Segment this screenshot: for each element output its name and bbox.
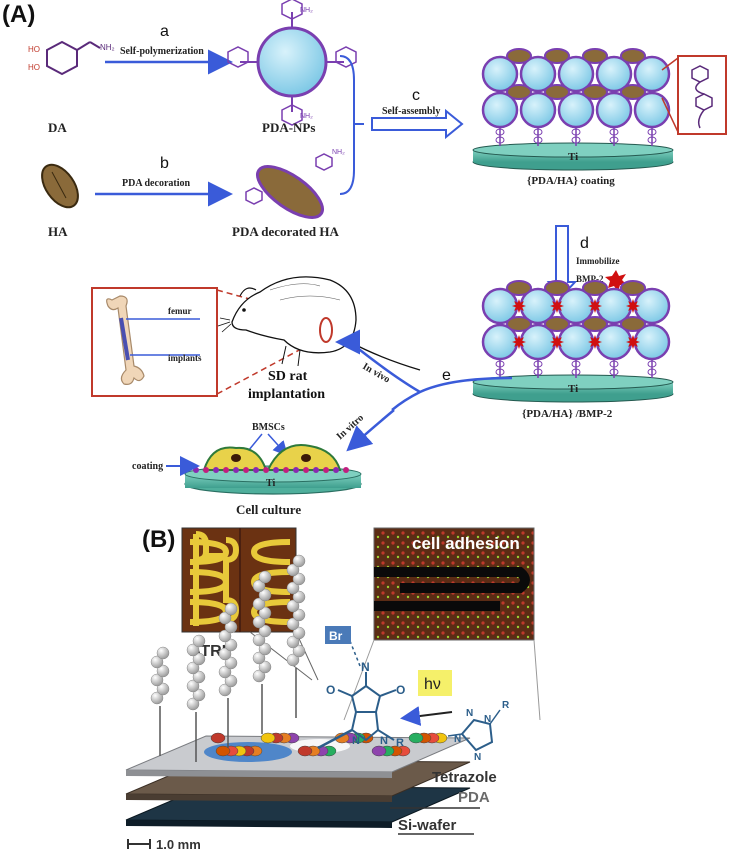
panel-a-label: (A) [2, 1, 35, 28]
merge-bracket [339, 55, 364, 195]
cell-ti-label: Ti [266, 478, 275, 489]
bmp2-label: BMP-2 [576, 274, 604, 284]
tetrazole-label: Tetrazole [432, 769, 497, 786]
pda-nps-graphic: NH₂ NH₂ [227, 0, 357, 126]
step-e-label: e [442, 367, 451, 384]
step-a-label: a [160, 23, 169, 40]
hv-arrow [400, 706, 453, 726]
arrow-c [371, 108, 464, 140]
scale-bar [127, 839, 151, 849]
polymer-brushes [150, 554, 306, 762]
sd-rat-label: SD rat [268, 369, 308, 384]
br-label: Br [329, 629, 343, 643]
cell-adhesion-label: cell adhesion [412, 534, 520, 553]
self-polymerization-label: Self-polymerization [120, 46, 204, 57]
immobilize-label: Immobilize [576, 256, 620, 266]
tetrazole-n4: N [474, 752, 481, 763]
da-ho-1: HO [28, 45, 40, 54]
pda-ha-coating-graphic [472, 48, 674, 171]
cell-beads [210, 732, 448, 757]
coating-particles [193, 467, 349, 473]
coating-ti-label: Ti [568, 151, 578, 163]
n-bottom-right-label: N [380, 735, 388, 747]
tetrazole-n3: N [454, 734, 461, 745]
o-right-label: O [396, 683, 405, 697]
cell-adhesion-micrograph [373, 527, 535, 641]
cell-culture-label: Cell culture [236, 502, 301, 517]
da-label: DA [48, 120, 67, 135]
coating-label: coating [132, 461, 163, 472]
pda-nps-label: PDA-NPs [262, 120, 315, 135]
implantation-label: implantation [248, 387, 325, 402]
arrow-e [391, 376, 513, 411]
hv-badge [418, 670, 452, 696]
pda-ha-coating-label: {PDA/HA} coating [527, 175, 615, 187]
self-assembly-label: Self-assembly [382, 106, 440, 117]
da-ho-2: HO [28, 63, 40, 72]
decorated-ha-nh2: NH₂ [332, 149, 345, 156]
da-molecule: HO HO NH₂ [28, 40, 115, 76]
femur-bone-icon [106, 295, 145, 385]
da-nh2: NH₂ [100, 43, 115, 52]
pyrazoline-maleimide-structure [317, 635, 397, 750]
pda-decoration-label: PDA decoration [122, 178, 190, 189]
tetrazole-r: R [502, 700, 510, 711]
femur-label: femur [168, 306, 192, 316]
step-b-label: b [160, 155, 169, 172]
femur-inset-box [91, 287, 218, 397]
n-top-label: N [361, 660, 370, 674]
tetrazole-n2: N [484, 714, 491, 725]
in-vivo-arrow [335, 329, 421, 394]
tetrazole-structure [447, 709, 501, 752]
scale-label: 1.0 mm [156, 837, 201, 852]
atrp-micrograph [181, 527, 297, 633]
pda-ha-bmp2-coating-graphic [472, 280, 674, 403]
implants-label: implants [168, 353, 202, 363]
step-c-label: c [412, 87, 420, 104]
o-left-label: O [326, 683, 335, 697]
bmp-coating-ti-label: Ti [568, 383, 578, 395]
si-wafer-label: Si-wafer [398, 817, 457, 834]
step-d-label: d [580, 235, 589, 252]
br-badge [325, 626, 351, 644]
ha-label: HA [48, 224, 68, 239]
hv-label: hν [424, 676, 441, 693]
n-bottom-left-label: N [352, 735, 360, 747]
r-label: R [396, 737, 404, 749]
pda-np-nh2-top: NH₂ [300, 7, 313, 14]
pda-label: PDA [458, 789, 490, 806]
pda-decorated-ha-label: PDA decorated HA [232, 224, 339, 239]
pda-ha-bmp2-label: {PDA/HA} /BMP-2 [522, 408, 613, 420]
rat-illustration [217, 276, 421, 371]
ha-particle [41, 163, 79, 209]
pda-decorated-ha-graphic: NH₂ [245, 149, 345, 219]
in-vivo-label: In vivo [361, 361, 392, 385]
catechol-zoom-icon [691, 65, 713, 129]
bmp2-star-icon [605, 270, 627, 292]
pda-np-nh2-bottom: NH₂ [300, 113, 313, 120]
bmscs-label: BMSCs [252, 422, 285, 433]
tetrazole-n1: N [466, 708, 473, 719]
panel-b-label: (B) [142, 526, 175, 553]
in-vitro-arrow [346, 409, 395, 452]
